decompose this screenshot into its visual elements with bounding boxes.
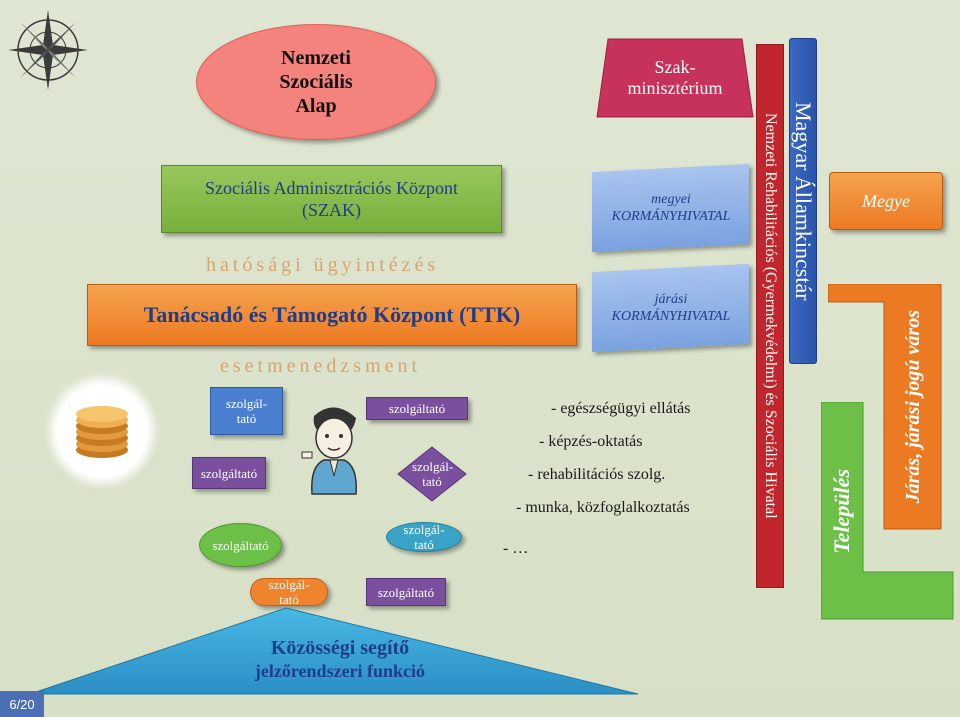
szakminiszterium-box: Szak-minisztérium: [596, 38, 754, 118]
area-other: - …: [503, 540, 529, 557]
service-provider-7: szolgál-tató: [250, 577, 328, 607]
area-munka: - munka, közfoglalkoztatás: [516, 499, 690, 516]
jarasi-kormanyhivatal: járási KORMÁNYHIVATAL: [592, 263, 749, 353]
service-provider-1: szolgál-tató: [210, 387, 283, 435]
jaras-shape: Járás, járási jogú város: [828, 284, 942, 530]
service-provider-6: szolgál-tató: [386, 522, 462, 552]
area-egeszsegugy: - egészségügyi ellátás: [551, 400, 691, 417]
service-provider-2: szolgáltató: [192, 457, 266, 489]
allamkincstar-bar: Magyar Államkincstár: [789, 38, 817, 364]
service-provider-5: szolgál-tató: [397, 446, 467, 502]
telepules-shape: Település: [821, 402, 954, 620]
kozossegi-segito-triangle: Közösségi segítő jelzőrendszeri funkció: [28, 606, 640, 696]
szak-box: Szociális Adminisztrációs Központ (SZAK): [161, 165, 502, 233]
page-number: 6/20: [0, 691, 44, 717]
megyei-kormanyhivatal: megyei KORMÁNYHIVATAL: [592, 163, 749, 253]
area-rehabilitacio: - rehabilitációs szolg.: [528, 466, 666, 483]
esetmenedzsment-label: esetmenedzsment: [220, 355, 422, 377]
compass-rose-icon: [6, 4, 94, 92]
megye-box: Megye: [829, 172, 943, 230]
person-cartoon-icon: [294, 404, 374, 496]
service-provider-3: szolgáltató: [199, 523, 282, 567]
area-kepzes: - képzés-oktatás: [539, 433, 643, 450]
service-provider-4: szolgáltató: [366, 397, 468, 420]
service-provider-8: szolgáltató: [366, 578, 446, 606]
nemzeti-szocialis-alap: Nemzeti Szociális Alap: [196, 24, 436, 140]
hatosagi-ugyintezes-label: hatósági ügyintézés: [206, 254, 440, 276]
coins-icon: [56, 384, 148, 478]
rehab-hivatal-bar: Nemzeti Rehabilitációs (Gyermekvédelmi) …: [756, 44, 784, 588]
ttk-box: Tanácsadó és Támogató Központ (TTK): [87, 284, 577, 346]
